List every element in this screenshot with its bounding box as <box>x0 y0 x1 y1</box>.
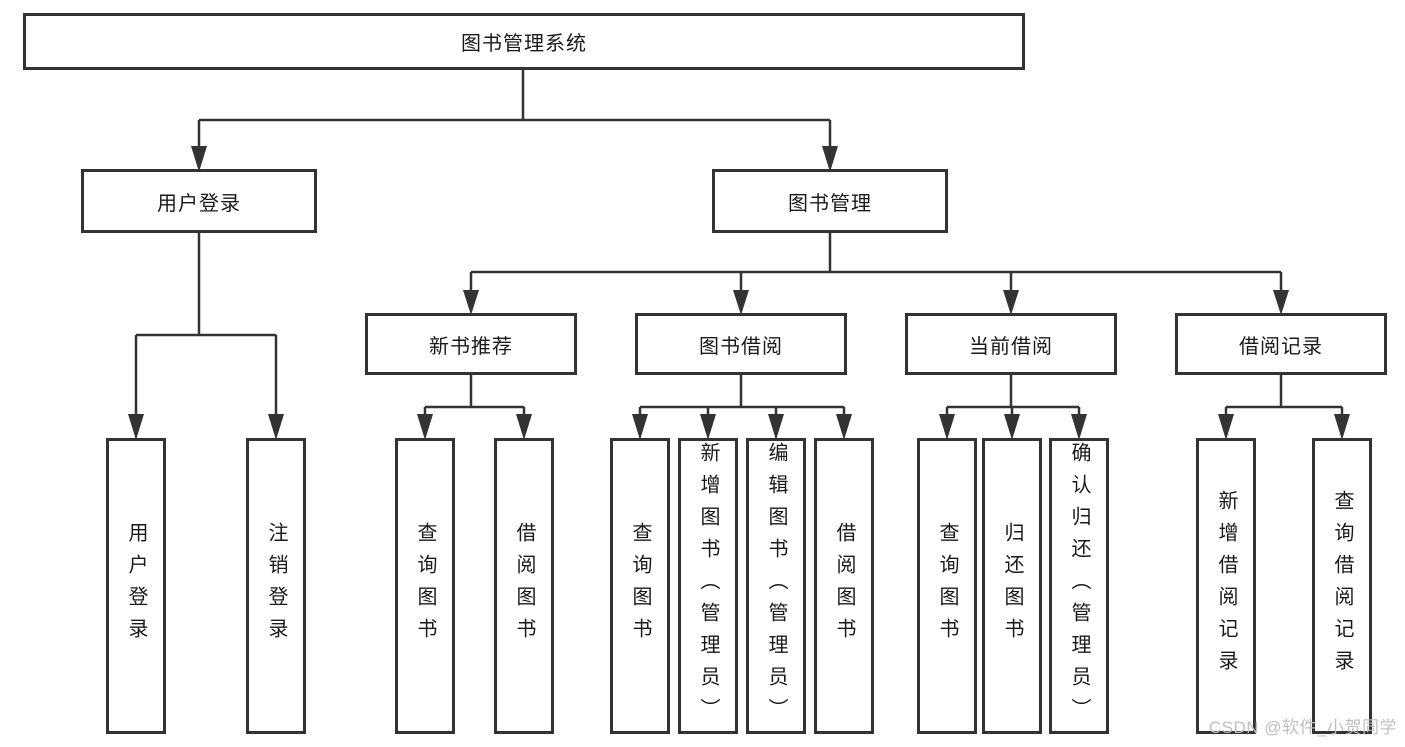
leaf-query-books-recommend-label: 查询图书 <box>414 522 436 650</box>
leaf-confirm-return-admin: 确认归还（管理员） <box>1049 438 1109 734</box>
connector-root-to-level2 <box>191 70 838 172</box>
leaf-edit-book-admin-label: 编辑图书（管理员） <box>765 442 787 730</box>
node-user-login-label: 用户登录 <box>157 192 241 215</box>
node-new-book-recommend: 新书推荐 <box>365 313 577 375</box>
node-book-borrow: 图书借阅 <box>635 313 847 375</box>
connector-book-management-to-level3 <box>463 233 1289 315</box>
node-borrow-records: 借阅记录 <box>1175 313 1387 375</box>
node-book-borrow-label: 图书借阅 <box>699 335 783 358</box>
connector-book-borrow-to-leaves <box>632 375 852 440</box>
leaf-user-login: 用户登录 <box>106 438 166 734</box>
leaf-confirm-return-admin-label: 确认归还（管理员） <box>1068 442 1090 730</box>
connector-user-login-to-leaves <box>128 233 284 440</box>
node-new-book-recommend-label: 新书推荐 <box>429 335 513 358</box>
node-current-borrow-label: 当前借阅 <box>969 335 1053 358</box>
leaf-borrow-books: 借阅图书 <box>814 438 874 734</box>
node-root-label: 图书管理系统 <box>461 33 587 55</box>
watermark: CSDN @软件_小贺同学 <box>1208 718 1397 737</box>
leaf-query-books-borrow-label: 查询图书 <box>629 522 651 650</box>
node-book-management: 图书管理 <box>712 169 948 233</box>
leaf-add-book-admin-label: 新增图书（管理员） <box>697 442 719 730</box>
leaf-add-borrow-record: 新增借阅记录 <box>1196 438 1256 734</box>
leaf-query-books-borrow: 查询图书 <box>610 438 670 734</box>
connector-current-borrow-to-leaves <box>939 375 1087 440</box>
leaf-query-books-current: 查询图书 <box>917 438 977 734</box>
node-user-login: 用户登录 <box>81 169 317 233</box>
node-root: 图书管理系统 <box>23 13 1025 70</box>
leaf-user-login-label: 用户登录 <box>125 522 147 650</box>
leaf-query-books-current-label: 查询图书 <box>936 522 958 650</box>
leaf-add-borrow-record-label: 新增借阅记录 <box>1215 490 1237 682</box>
leaf-add-book-admin: 新增图书（管理员） <box>678 438 738 734</box>
node-current-borrow: 当前借阅 <box>905 313 1117 375</box>
leaf-borrow-books-recommend: 借阅图书 <box>494 438 554 734</box>
leaf-borrow-books-recommend-label: 借阅图书 <box>513 522 535 650</box>
leaf-return-book: 归还图书 <box>982 438 1042 734</box>
leaf-query-borrow-record: 查询借阅记录 <box>1312 438 1372 734</box>
leaf-query-borrow-record-label: 查询借阅记录 <box>1331 490 1353 682</box>
connector-borrow-records-to-leaves <box>1218 375 1350 440</box>
connector-new-book-recommend-to-leaves <box>417 375 532 440</box>
node-borrow-records-label: 借阅记录 <box>1239 335 1323 358</box>
leaf-logout: 注销登录 <box>246 438 306 734</box>
leaf-query-books-recommend: 查询图书 <box>395 438 455 734</box>
leaf-logout-label: 注销登录 <box>265 522 287 650</box>
node-book-management-label: 图书管理 <box>788 192 872 215</box>
leaf-borrow-books-label: 借阅图书 <box>833 522 855 650</box>
leaf-edit-book-admin: 编辑图书（管理员） <box>746 438 806 734</box>
leaf-return-book-label: 归还图书 <box>1001 522 1023 650</box>
